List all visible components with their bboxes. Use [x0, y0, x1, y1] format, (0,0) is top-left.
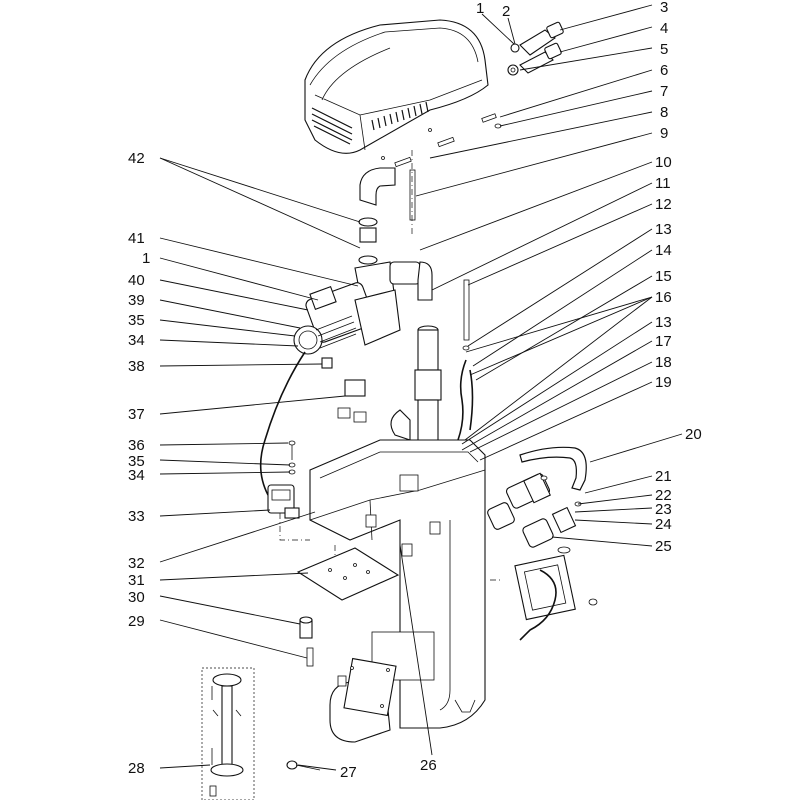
solenoid-valve — [267, 484, 300, 519]
cover-vents-right — [371, 101, 429, 131]
callout-17: 17 — [655, 333, 672, 350]
callout-36: 36 — [128, 437, 145, 454]
callout-labels: 1 2 3 4 5 6 7 8 9 10 11 12 13 14 15 16 1… — [128, 0, 702, 781]
cable — [259, 351, 306, 496]
central-pipe — [390, 325, 465, 460]
callout-26: 26 — [420, 757, 437, 774]
leader-lines — [159, 4, 683, 771]
callout-23: 23 — [655, 501, 672, 518]
callout-5: 5 — [660, 41, 668, 58]
callout-27: 27 — [340, 764, 357, 781]
callout-34b: 34 — [128, 332, 145, 349]
callout-4: 4 — [660, 20, 668, 37]
heater-element — [329, 657, 397, 743]
callout-39: 39 — [128, 292, 145, 309]
callout-12: 12 — [655, 196, 672, 213]
cover-screws — [394, 113, 502, 168]
pump-assembly — [293, 261, 433, 369]
support-leg — [201, 667, 255, 800]
callout-28: 28 — [128, 760, 145, 777]
callout-6: 6 — [660, 62, 668, 79]
callout-34a: 34 — [128, 467, 145, 484]
callout-35b: 35 — [128, 312, 145, 329]
callout-16: 16 — [655, 289, 672, 306]
hose-20 — [519, 446, 587, 491]
callout-42: 42 — [128, 150, 145, 167]
callout-8: 8 — [660, 104, 668, 121]
callout-3: 3 — [660, 0, 668, 16]
callout-33: 33 — [128, 508, 145, 525]
callout-35a: 35 — [128, 453, 145, 470]
callout-1a: 1 — [476, 0, 484, 17]
callout-41: 41 — [128, 230, 145, 247]
main-body — [309, 439, 486, 729]
bottom-screw — [286, 760, 321, 771]
callout-21: 21 — [655, 468, 672, 485]
terminal-block — [337, 379, 367, 423]
callout-31: 31 — [128, 572, 145, 589]
callout-15: 15 — [655, 268, 672, 285]
callout-38: 38 — [128, 358, 145, 375]
elbow-pipe — [358, 167, 396, 265]
connector-assembly — [487, 472, 582, 554]
callout-19: 19 — [655, 374, 672, 391]
callout-9: 9 — [660, 125, 668, 142]
callout-14: 14 — [655, 242, 672, 259]
mounting-plate — [296, 547, 400, 601]
callout-1b: 1 — [142, 250, 150, 267]
callout-10: 10 — [655, 154, 672, 171]
callout-18: 18 — [655, 354, 672, 371]
hose-fittings — [457, 279, 474, 441]
callout-30: 30 — [128, 589, 145, 606]
callout-40: 40 — [128, 272, 145, 289]
callout-29: 29 — [128, 613, 145, 630]
top-knobs — [507, 21, 564, 76]
callout-22: 22 — [655, 487, 672, 504]
callout-13a: 13 — [655, 221, 672, 238]
callout-11: 11 — [655, 175, 671, 192]
callout-32: 32 — [128, 555, 145, 572]
callout-13b: 13 — [655, 314, 672, 331]
callout-25: 25 — [655, 538, 672, 555]
housing-cover — [304, 19, 489, 160]
callout-2: 2 — [502, 3, 510, 20]
bolt-set-left — [288, 440, 296, 475]
spacer-and-screw — [299, 616, 314, 667]
callout-24: 24 — [655, 516, 672, 533]
rod — [409, 150, 416, 235]
callout-20: 20 — [685, 426, 702, 443]
flange-plate — [514, 554, 598, 641]
callout-7: 7 — [660, 83, 668, 100]
cover-vents-left — [311, 107, 353, 145]
callout-37: 37 — [128, 406, 145, 423]
